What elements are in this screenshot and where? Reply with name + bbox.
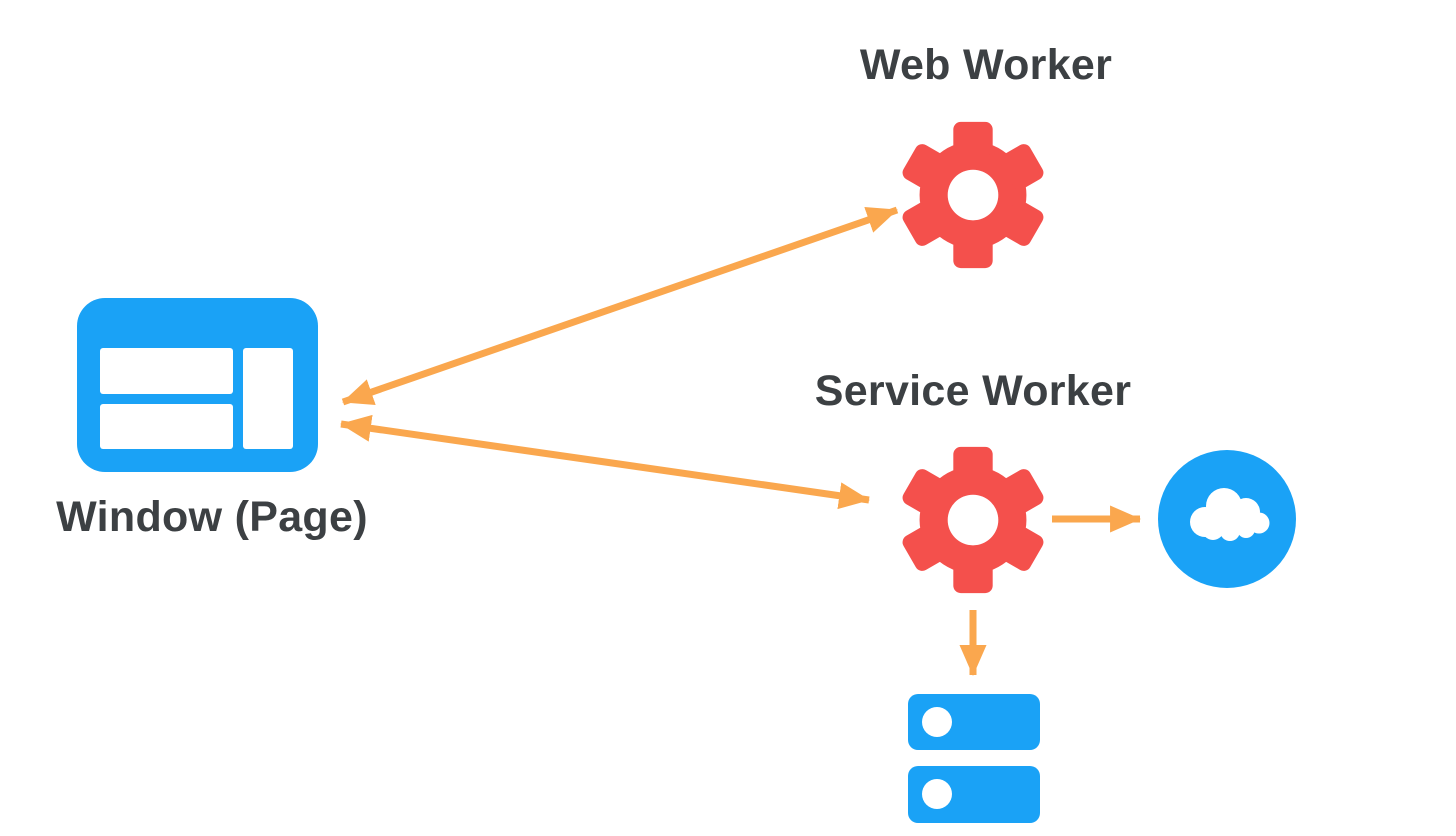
- browser-window-icon: [77, 298, 318, 472]
- cloud-icon: [1158, 450, 1296, 588]
- web-worker-gear-icon: [899, 121, 1047, 269]
- web-worker-label: Web Worker: [859, 41, 1113, 89]
- service-worker-label: Service Worker: [814, 367, 1132, 415]
- database-icon: [908, 694, 1040, 823]
- edge-window-to-service-worker: [340, 414, 870, 510]
- service-worker-gear-icon: [899, 446, 1047, 594]
- window-page-label: Window (Page): [56, 493, 368, 541]
